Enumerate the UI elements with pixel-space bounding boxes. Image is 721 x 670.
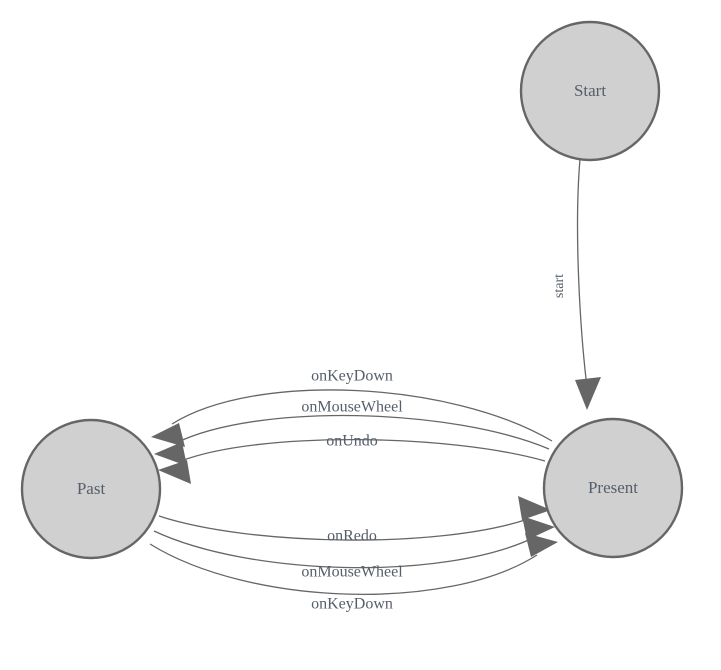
edge-path-past-present-redo [158, 515, 529, 541]
edge-start-to-present[interactable]: start [552, 158, 601, 410]
edge-path-present-past-undo [180, 438, 546, 462]
edge-past-to-present-onredo[interactable]: onRedo [158, 496, 551, 545]
arrow-head-present-past-undo [158, 460, 191, 484]
edge-path-present-past-keydown [171, 389, 553, 442]
edge-label-past-present-redo: onRedo [327, 528, 377, 545]
node-start-circle [519, 20, 661, 162]
edge-label-past-present-keydown: onKeyDown [311, 596, 393, 613]
arrow-head-past-present-wheel [522, 516, 555, 540]
edge-path-past-present-wheel [153, 530, 534, 569]
arrow-head-start-to-present [575, 377, 601, 410]
edge-present-to-past-onkeydown[interactable]: onKeyDown [151, 368, 553, 447]
node-start[interactable]: Start [519, 20, 661, 162]
edge-path-start [576, 158, 588, 388]
arrow-head-present-past-keydown [151, 423, 185, 447]
edge-label-present-past-keydown: onKeyDown [311, 368, 393, 385]
node-present[interactable]: Present [542, 417, 684, 559]
node-past[interactable]: Past [20, 418, 162, 560]
edge-label-present-past-wheel: onMouseWheel [301, 399, 403, 416]
node-past-circle [20, 418, 162, 560]
arrow-head-past-present-redo [518, 496, 551, 520]
edge-present-to-past-onundo[interactable]: onUndo [158, 433, 546, 484]
edge-label-past-present-wheel: onMouseWheel [301, 564, 403, 581]
arrow-head-past-present-keydown [525, 533, 558, 557]
edge-path-past-present-keydown [149, 543, 538, 595]
edge-label-present-past-undo: onUndo [326, 433, 378, 450]
node-present-circle [542, 417, 684, 559]
edge-path-present-past-wheel [175, 414, 550, 450]
edge-past-to-present-onmousewheel[interactable]: onMouseWheel [153, 516, 555, 581]
arrow-head-present-past-wheel [154, 442, 187, 466]
edge-present-to-past-onmousewheel[interactable]: onMouseWheel [154, 399, 550, 466]
edge-past-to-present-onkeydown[interactable]: onKeyDown [149, 533, 558, 613]
edge-label-start: start [552, 274, 567, 298]
